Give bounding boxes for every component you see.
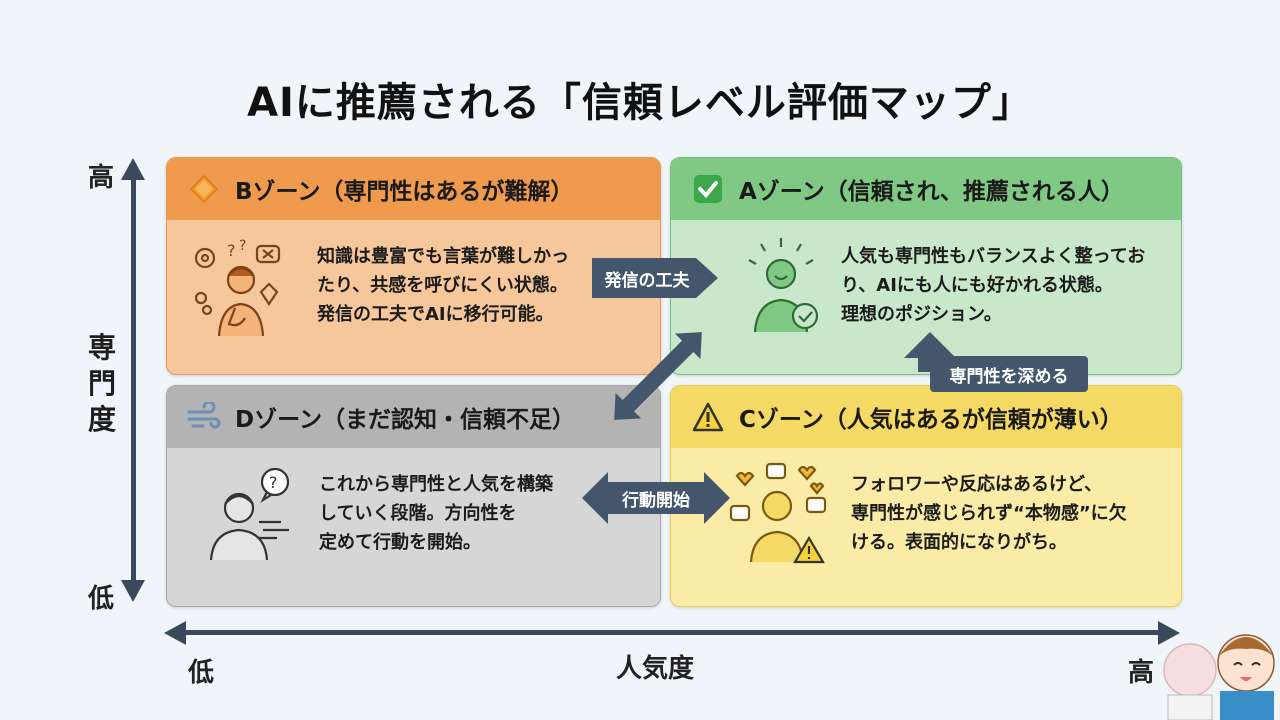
svg-text:?: ? <box>269 473 278 492</box>
zone-d-line: 定めて行動を開始。 <box>319 532 481 553</box>
mascot-avatar-icon <box>1163 634 1275 720</box>
y-axis-title-char: 度 <box>87 403 116 436</box>
x-axis-title: 人気度 <box>615 654 694 684</box>
x-axis-high-label: 高 <box>1128 658 1155 688</box>
confused-person-icon: ? ? <box>191 238 291 342</box>
wind-icon <box>187 400 221 434</box>
zone-c-line: ける。表面的になりがち。 <box>851 532 1067 553</box>
b-to-a-label: 発信の工夫 <box>604 270 690 291</box>
zone-b-card: Bゾーン（専門性はあるが難解） ? ? 知識は豊富でも言葉が難しかっ たり、共感… <box>166 157 661 375</box>
zone-a-heading: Aゾーン（信頼され、推薦される人） <box>739 179 1124 205</box>
x-axis-line <box>180 630 1160 635</box>
zone-d-line: していく段階。方向性を <box>319 503 517 524</box>
zone-c-header: Cゾーン（人気はあるが信頼が薄い） <box>671 386 1181 448</box>
check-mark-icon <box>691 172 725 206</box>
zone-b-line: たり、共感を呼びにくい状態。 <box>317 275 568 296</box>
x-axis-arrow-left <box>164 621 186 645</box>
svg-text:?: ? <box>227 241 236 260</box>
zone-a-line: り、AIにも人にも好かれる状態。 <box>841 275 1113 296</box>
y-axis-low-label: 低 <box>88 584 115 614</box>
y-axis-high-label: 高 <box>88 163 115 193</box>
zone-a-header: Aゾーン（信頼され、推薦される人） <box>671 158 1181 220</box>
zone-b-line: 知識は豊富でも言葉が難しかっ <box>317 246 569 267</box>
zone-d-description: これから専門性と人気を構築 していく段階。方向性を 定めて行動を開始。 <box>319 470 553 557</box>
y-axis-arrow-down <box>121 580 145 602</box>
c-to-a-label: 専門性を深める <box>930 356 1088 392</box>
zone-a-description: 人気も専門性もバランスよく整ってお り、AIにも人にも好かれる状態。 理想のポジ… <box>841 242 1145 329</box>
hearts-person-icon <box>727 462 831 570</box>
zone-d-line: これから専門性と人気を構築 <box>319 474 553 495</box>
d-to-a-diagonal-arrow <box>614 332 702 420</box>
zone-c-line: フォロワーや反応はあるけど、 <box>851 474 1103 495</box>
y-axis-arrow-up <box>121 158 145 180</box>
b-to-a-arrow <box>592 258 718 298</box>
warning-icon <box>691 400 725 434</box>
zone-b-line: 発信の工夫でAIに移行可能。 <box>317 304 554 325</box>
zone-b-heading: Bゾーン（専門性はあるが難解） <box>235 179 574 205</box>
zone-c-description: フォロワーや反応はあるけど、 専門性が感じられず“本物感”に欠 ける。表面的にな… <box>851 470 1127 557</box>
verified-person-icon <box>731 236 831 340</box>
zone-b-description: 知識は豊富でも言葉が難しかっ たり、共感を呼びにくい状態。 発信の工夫でAIに移… <box>317 242 569 329</box>
zone-d-heading: Dゾーン（まだ認知・信頼不足） <box>235 407 575 433</box>
zone-a-line: 理想のポジション。 <box>841 304 1002 325</box>
zone-c-card: Cゾーン（人気はあるが信頼が薄い） フォロワーや反応はあるけど、 専門性が感じら… <box>670 385 1182 607</box>
d-to-c-arrow <box>582 472 730 524</box>
zone-c-heading: Cゾーン（人気はあるが信頼が薄い） <box>739 407 1123 433</box>
x-axis-arrow-right <box>1158 621 1180 645</box>
d-to-c-label: 行動開始 <box>622 490 690 511</box>
orange-diamond-icon <box>187 172 221 206</box>
y-axis-title-char: 専 <box>87 331 116 364</box>
y-axis-title-char: 門 <box>87 367 116 400</box>
zone-b-header: Bゾーン（専門性はあるが難解） <box>167 158 660 220</box>
zone-a-line: 人気も専門性もバランスよく整ってお <box>841 246 1146 267</box>
svg-text:?: ? <box>239 238 246 254</box>
y-axis-line <box>131 176 136 586</box>
question-person-icon: ? <box>197 466 297 570</box>
zone-c-line: 専門性が感じられず“本物感”に欠 <box>851 503 1127 524</box>
y-axis-title: 専門度 <box>84 330 120 438</box>
zone-d-card: Dゾーン（まだ認知・信頼不足） ? これから専門性と人気を構築 していく段階。方… <box>166 385 661 607</box>
page-title: AIに推薦される「信頼レベル評価マップ」 <box>247 80 1033 126</box>
c-to-a-arrow <box>904 332 956 372</box>
x-axis-low-label: 低 <box>188 658 215 688</box>
zone-d-header: Dゾーン（まだ認知・信頼不足） <box>167 386 660 448</box>
